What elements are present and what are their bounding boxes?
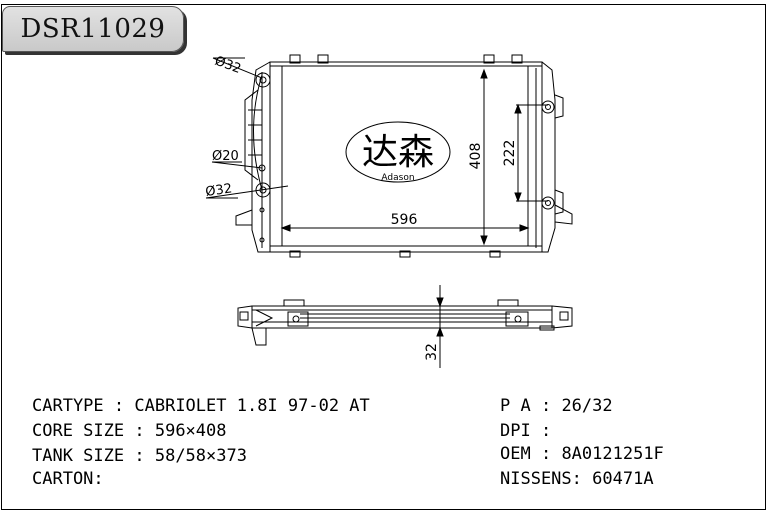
spec-oem: OEM : 8A0121251F bbox=[500, 444, 664, 464]
sheet-border bbox=[1, 4, 766, 510]
right-tank bbox=[541, 61, 556, 253]
small-diameter-label: Ø20 bbox=[212, 149, 239, 164]
spec-cartype: CARTYPE : CABRIOLET 1.8I 97-02 AT bbox=[32, 396, 370, 416]
spec-tank-size: TANK SIZE : 58/58×373 bbox=[32, 446, 247, 466]
logo-latin: Adason bbox=[381, 173, 414, 183]
spec-dpi: DPI : bbox=[500, 421, 562, 441]
radiator-top-view bbox=[251, 305, 553, 329]
outlet-port bbox=[255, 182, 271, 198]
thickness-label: 32 bbox=[424, 343, 440, 361]
top-view-right-end bbox=[551, 305, 573, 329]
top-tab bbox=[289, 54, 301, 64]
spec-pa: P A : 26/32 bbox=[500, 396, 613, 416]
top-tab bbox=[483, 54, 495, 64]
inlet-port bbox=[255, 72, 271, 88]
radiator-core-outline bbox=[269, 61, 543, 253]
core-height-label: 408 bbox=[468, 143, 484, 170]
right-mount bbox=[541, 100, 555, 114]
bottom-tab bbox=[399, 250, 411, 258]
spec-nissens: NISSENS: 60471A bbox=[500, 469, 654, 489]
outlet-diameter-label: Ø32 bbox=[204, 181, 233, 200]
right-mount bbox=[541, 196, 555, 210]
core-width-label: 596 bbox=[391, 212, 418, 228]
bottom-tab bbox=[489, 250, 501, 258]
logo-chinese: 达森 bbox=[362, 132, 434, 173]
adason-logo: 达森 Adason bbox=[345, 121, 451, 183]
top-tab bbox=[511, 54, 523, 64]
top-tab bbox=[317, 54, 329, 64]
bottom-tab bbox=[289, 250, 301, 258]
part-number-tab: DSR11029 bbox=[2, 6, 184, 52]
spec-core-size: CORE SIZE : 596×408 bbox=[32, 421, 227, 441]
spec-carton: CARTON: bbox=[32, 469, 104, 489]
part-number: DSR11029 bbox=[20, 14, 166, 44]
bracket-spacing-label: 222 bbox=[502, 140, 518, 167]
top-view-left-end bbox=[237, 305, 253, 329]
left-tank bbox=[251, 61, 271, 253]
inlet-diameter-label: Ø32 bbox=[213, 54, 243, 77]
